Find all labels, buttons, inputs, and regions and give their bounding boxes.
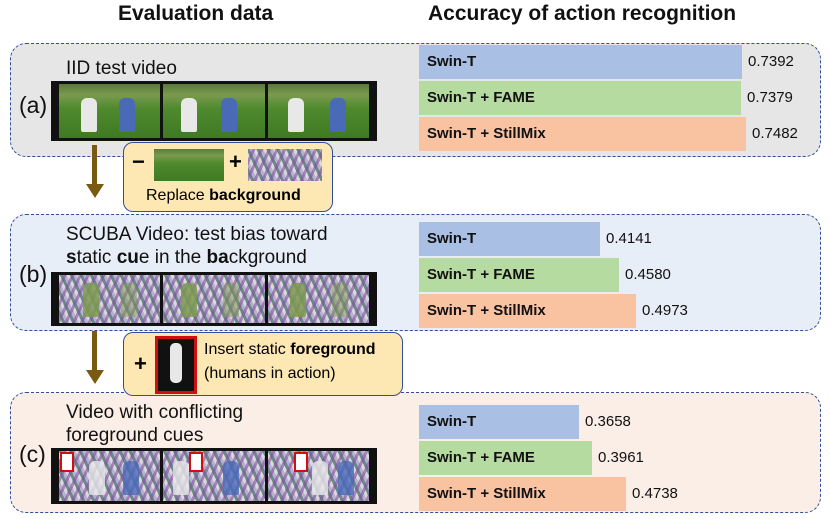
- panel-b: SCUBA Video: test bias toward static cue…: [10, 214, 821, 331]
- bar-row: Swin-T + FAME 0.7379: [419, 81, 821, 115]
- video-frame: [267, 451, 369, 501]
- panel-b-title-line1: SCUBA Video: test bias toward: [66, 224, 328, 245]
- accuracy-bar: [419, 222, 600, 256]
- bar-value: 0.4738: [632, 485, 678, 502]
- bar-value: 0.4141: [606, 230, 652, 247]
- panel-a-title: IID test video: [66, 58, 177, 79]
- panel-a-film-strip: [51, 81, 377, 141]
- video-frame: [59, 84, 161, 138]
- bar-label: Swin-T + FAME: [427, 449, 535, 466]
- arrow-head-2: [86, 370, 104, 384]
- accuracy-bar: [419, 477, 626, 511]
- panel-b-title: SCUBA Video: test bias toward static cue…: [66, 223, 328, 269]
- bar-label: Swin-T + StillMix: [427, 485, 546, 502]
- video-frame: [163, 451, 265, 501]
- insert-foreground-text-line2: (humans in action): [204, 365, 336, 382]
- panel-b-label: (b): [19, 261, 48, 287]
- replace-background-text: Replace background: [146, 187, 301, 204]
- plus-sign: +: [229, 149, 242, 174]
- bar-value: 0.3961: [598, 449, 644, 466]
- bar-row: Swin-T 0.7392: [419, 45, 822, 79]
- accuracy-bar: [419, 441, 592, 475]
- bar-row: Swin-T + StillMix 0.4973: [419, 294, 716, 328]
- panel-c-film-strip: [51, 448, 377, 504]
- accuracy-bar: [419, 405, 579, 439]
- accuracy-header: Accuracy of action recognition: [428, 2, 737, 25]
- panel-c-label: (c): [19, 441, 46, 467]
- pattern-thumbnail: [248, 149, 322, 181]
- bar-label: Swin-T + FAME: [427, 266, 535, 283]
- bar-row: Swin-T 0.4141: [419, 222, 680, 256]
- minus-sign: −: [132, 149, 145, 174]
- foreground-human-thumbnail: [155, 336, 197, 394]
- bar-value: 0.7482: [752, 125, 798, 142]
- panel-b-film-strip: [51, 272, 377, 326]
- video-frame: [59, 451, 161, 501]
- video-frame: [267, 84, 369, 138]
- video-frame: [163, 275, 265, 323]
- bar-row: Swin-T + FAME 0.3961: [419, 441, 672, 475]
- background-thumbnail: [154, 149, 224, 181]
- accuracy-bar: [419, 81, 741, 115]
- panel-c-title-line1: Video with conflicting: [66, 402, 244, 423]
- bar-row: Swin-T + StillMix 0.7482: [419, 117, 826, 151]
- bar-label: Swin-T + StillMix: [427, 302, 546, 319]
- bar-value: 0.7392: [748, 53, 794, 70]
- panel-c-title-line2: foreground cues: [66, 425, 204, 446]
- bar-value: 0.7379: [747, 89, 793, 106]
- accuracy-bar: [419, 294, 636, 328]
- accuracy-bar: [419, 117, 746, 151]
- bar-label: Swin-T: [427, 413, 477, 430]
- arrow-head-1: [86, 184, 104, 198]
- replace-background-callout: − + Replace background: [123, 142, 333, 212]
- accuracy-bar: [419, 258, 619, 292]
- accuracy-bar: [419, 45, 742, 79]
- insert-foreground-callout: + Insert static foreground (humans in ac…: [123, 332, 403, 396]
- bar-label: Swin-T + StillMix: [427, 125, 546, 142]
- bar-label: Swin-T + FAME: [427, 89, 535, 106]
- plus-sign: +: [134, 351, 147, 376]
- bar-row: Swin-T + FAME 0.4580: [419, 258, 699, 292]
- panel-c: Video with conflicting foreground cues (…: [10, 392, 821, 513]
- bar-value: 0.3658: [585, 413, 631, 430]
- bar-row: Swin-T 0.3658: [419, 405, 659, 439]
- video-frame: [59, 275, 161, 323]
- panel-a-label: (a): [19, 92, 48, 118]
- panel-c-title: Video with conflicting foreground cues: [66, 401, 243, 447]
- bar-label: Swin-T: [427, 230, 477, 247]
- panel-b-title-line2: static cue in the background: [66, 247, 307, 268]
- arrow-down-1: [92, 145, 97, 185]
- bar-value: 0.4973: [642, 302, 688, 319]
- bar-label: Swin-T: [427, 53, 477, 70]
- bar-row: Swin-T + StillMix 0.4738: [419, 477, 706, 511]
- video-frame: [163, 84, 265, 138]
- bar-value: 0.4580: [625, 266, 671, 283]
- evaluation-data-header: Evaluation data: [118, 2, 274, 25]
- insert-foreground-text-line1: Insert static foreground: [204, 341, 376, 358]
- video-frame: [267, 275, 369, 323]
- arrow-down-2: [92, 331, 97, 371]
